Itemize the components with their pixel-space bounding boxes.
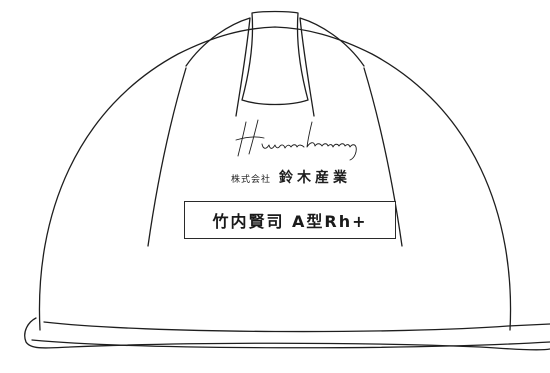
company-name: 鈴木産業 <box>279 170 351 186</box>
helmet-right-ridge <box>299 17 365 117</box>
helmet-center-ridge <box>241 10 309 106</box>
helmet-left-contour <box>147 67 187 247</box>
helmet-shell <box>38 26 512 331</box>
name-blood-type-label: 竹内賢司 A型Rh+ <box>184 201 396 239</box>
helmet-left-ridge <box>185 17 251 117</box>
helmet-brim <box>24 317 550 351</box>
company-label: 株式会社 鈴木産業 <box>216 167 366 187</box>
signature-logo <box>235 119 357 161</box>
helmet-brim-inner <box>43 321 550 333</box>
helmet-brim-edge <box>31 339 550 349</box>
helmet-right-contour <box>363 67 403 247</box>
company-prefix: 株式会社 <box>230 175 271 185</box>
